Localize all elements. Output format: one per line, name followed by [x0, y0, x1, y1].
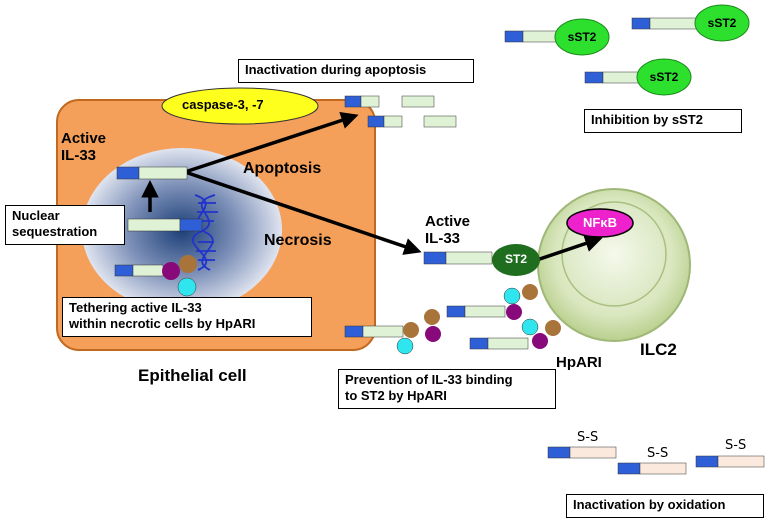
active-il33-cell-line1: Active	[61, 130, 107, 147]
active-il33-right-line2: IL-33	[425, 230, 461, 247]
nuclear-sequestration-line2: sequestration	[12, 224, 98, 239]
st2-label: ST2	[504, 252, 527, 266]
disulfide-label-2: S-S	[647, 446, 669, 461]
tethering-line1: Tethering active IL-33	[69, 300, 202, 315]
sst2-blob	[636, 58, 692, 96]
sst2-blob	[694, 4, 750, 42]
dna-helix	[191, 194, 218, 271]
active-il33-cell-label: Active IL-33	[61, 130, 106, 164]
il33-hpari-complexes	[344, 284, 561, 355]
apoptosis-label: Apoptosis	[243, 160, 322, 177]
nfkb-ellipse	[566, 208, 634, 238]
prevention-box: Prevention of IL-33 binding to ST2 by Hp…	[338, 369, 556, 409]
sst2-blob	[554, 18, 610, 56]
ilc2-label: ILC2	[640, 340, 677, 359]
caspase-label: caspase-3, -7	[182, 97, 264, 112]
caspase-ellipse	[161, 87, 319, 125]
tethering-box: Tethering active IL-33 within necrotic c…	[62, 297, 312, 337]
il33-in-nucleus	[127, 218, 203, 232]
disulfide-label-3: S-S	[725, 438, 747, 453]
apoptosis-arrow	[184, 111, 359, 174]
tethering-line2: within necrotic cells by HpARI	[69, 316, 256, 331]
nfkb-label: NFκB	[583, 215, 617, 230]
nuclear-sequestration-line1: Nuclear	[12, 208, 60, 223]
active-il33-cell-line2: IL-33	[61, 147, 97, 164]
sst2-molecules	[504, 4, 750, 96]
necrosis-arrow	[184, 170, 422, 255]
oxidized-il33	[547, 446, 765, 475]
inhibition-sst2-box: Inhibition by sST2	[584, 109, 742, 133]
active-il33-right-label: Active IL-33	[425, 213, 470, 247]
active-il33-right-line1: Active	[425, 213, 471, 230]
sst2-label-2: sST2	[707, 16, 737, 30]
sst2-label-3: sST2	[649, 70, 679, 84]
prevention-line2: to ST2 by HpARI	[345, 388, 447, 403]
prevention-line1: Prevention of IL-33 binding	[345, 372, 513, 387]
epithelial-cell-label: Epithelial cell	[138, 366, 247, 385]
nuclear-sequestration-box: Nuclear sequestration	[5, 205, 125, 245]
disulfide-label-1: S-S	[577, 430, 599, 445]
il33-active-in-cell	[116, 166, 188, 180]
inactivation-apoptosis-box: Inactivation during apoptosis	[238, 59, 474, 83]
necrosis-label: Necrosis	[264, 232, 332, 249]
inactivation-oxidation-box: Inactivation by oxidation	[566, 494, 764, 518]
il33-bound-st2	[423, 251, 493, 265]
sst2-label-1: sST2	[567, 30, 597, 44]
cleaved-il33-fragments	[344, 95, 457, 128]
il33-tethered-hpari	[114, 255, 197, 297]
st2-receptor	[492, 244, 540, 276]
hpari-label: HpARI	[556, 354, 602, 371]
